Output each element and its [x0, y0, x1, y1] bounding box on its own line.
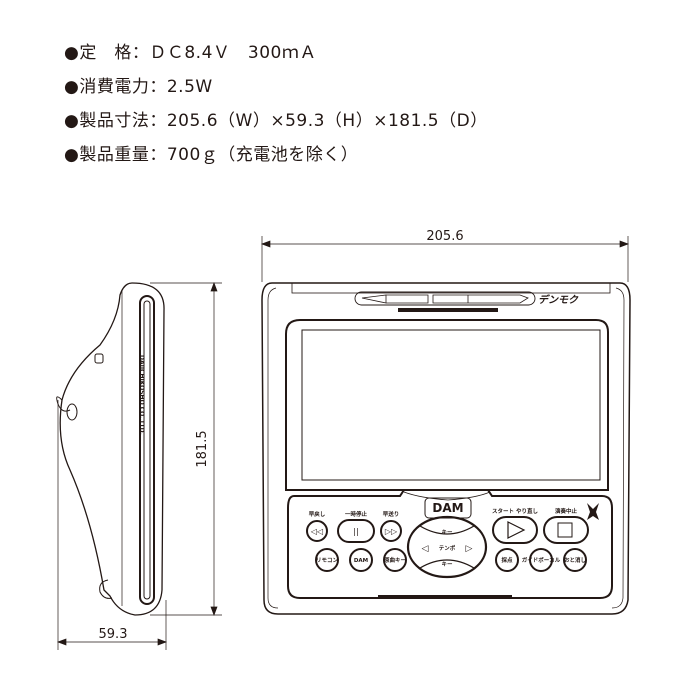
width-label: 205.6: [426, 229, 463, 244]
spec-value: ＤＣ8.4Ｖ 300ｍＡ: [149, 43, 317, 63]
original-key-label: 原曲キー: [384, 556, 407, 564]
depth-dimension: [150, 282, 222, 616]
front-view: [261, 282, 631, 615]
fast-forward-button[interactable]: [380, 520, 402, 542]
spec-weight: ●製品重量：700ｇ（充電池を除く）: [64, 138, 488, 172]
spec-label: 製品重量: [79, 145, 150, 165]
svg-text:◁◁: ◁◁: [310, 527, 323, 536]
mascot-icon: [587, 503, 599, 520]
fast-forward-label: 早送り: [383, 510, 400, 518]
dam-button[interactable]: [349, 548, 373, 572]
stylus: [354, 291, 536, 306]
spec-rating: ●定 格：ＤＣ8.4Ｖ 300ｍＡ: [64, 36, 488, 70]
spec-value: 2.5W: [166, 77, 213, 97]
rewind-button[interactable]: [306, 520, 328, 542]
scoring-label: 採点: [501, 556, 513, 564]
key-up-label: キー: [441, 529, 453, 536]
spec-label: 定 格: [79, 43, 132, 63]
height-dimension: [57, 400, 167, 650]
mute-button[interactable]: [563, 548, 587, 572]
spec-list: ●定 格：ＤＣ8.4Ｖ 300ｍＡ ●消費電力：2.5W ●製品寸法：205.6…: [64, 36, 488, 172]
bullet-icon: ●: [64, 111, 80, 131]
spec-label: 製品寸法: [79, 111, 150, 131]
spec-value: 205.6（W）×59.3（H）×181.5（D）: [166, 111, 488, 131]
separator: ：: [149, 145, 167, 165]
scoring-button[interactable]: [495, 548, 519, 572]
stop-label: 演奏中止: [555, 507, 578, 515]
svg-text:▷▷: ▷▷: [385, 527, 398, 536]
svg-text:||: ||: [353, 527, 358, 536]
depth-label: 181.5: [195, 430, 210, 467]
stop-button[interactable]: [543, 516, 589, 544]
bullet-icon: ●: [64, 77, 80, 97]
original-key-button[interactable]: [383, 548, 407, 572]
dam-logo: DAM: [432, 501, 463, 515]
guide-vocal-label: ガイドボーカル: [522, 556, 561, 564]
screen: [301, 329, 601, 481]
start-label: スタート やり直し: [492, 507, 538, 515]
side-marking: DAIICHIKOSHO CO.,LTD.: [138, 355, 145, 435]
start-button[interactable]: [492, 516, 538, 544]
svg-text:▷: ▷: [466, 544, 473, 554]
remote-label: リモコン: [316, 557, 339, 564]
remote-button[interactable]: [315, 548, 339, 572]
height-label: 59.3: [99, 627, 128, 642]
side-view: [56, 282, 165, 616]
pause-label: 一時停止: [345, 510, 368, 518]
dpad[interactable]: [406, 515, 488, 579]
spec-label: 消費電力: [79, 77, 150, 97]
separator: ：: [131, 43, 150, 63]
spec-value: 700ｇ（充電池を除く）: [166, 145, 359, 165]
bullet-icon: ●: [64, 43, 80, 63]
separator: ：: [149, 77, 167, 97]
spec-power: ●消費電力：2.5W: [64, 70, 488, 104]
guide-vocal-button[interactable]: [529, 548, 553, 572]
svg-text:◁: ◁: [422, 544, 429, 554]
spec-dimensions: ●製品寸法：205.6（W）×59.3（H）×181.5（D）: [64, 104, 488, 138]
key-down-label: キー: [441, 561, 453, 568]
brand-logo: デンモク: [538, 294, 579, 306]
mute-label: おと消し: [564, 556, 587, 564]
width-dimension: [261, 236, 629, 282]
tempo-label: テンポ: [439, 544, 456, 552]
separator: ：: [149, 111, 167, 131]
rewind-label: 早戻し: [309, 510, 326, 518]
dam-label: DAM: [354, 558, 368, 564]
pause-button[interactable]: [337, 519, 375, 543]
bullet-icon: ●: [64, 145, 80, 165]
